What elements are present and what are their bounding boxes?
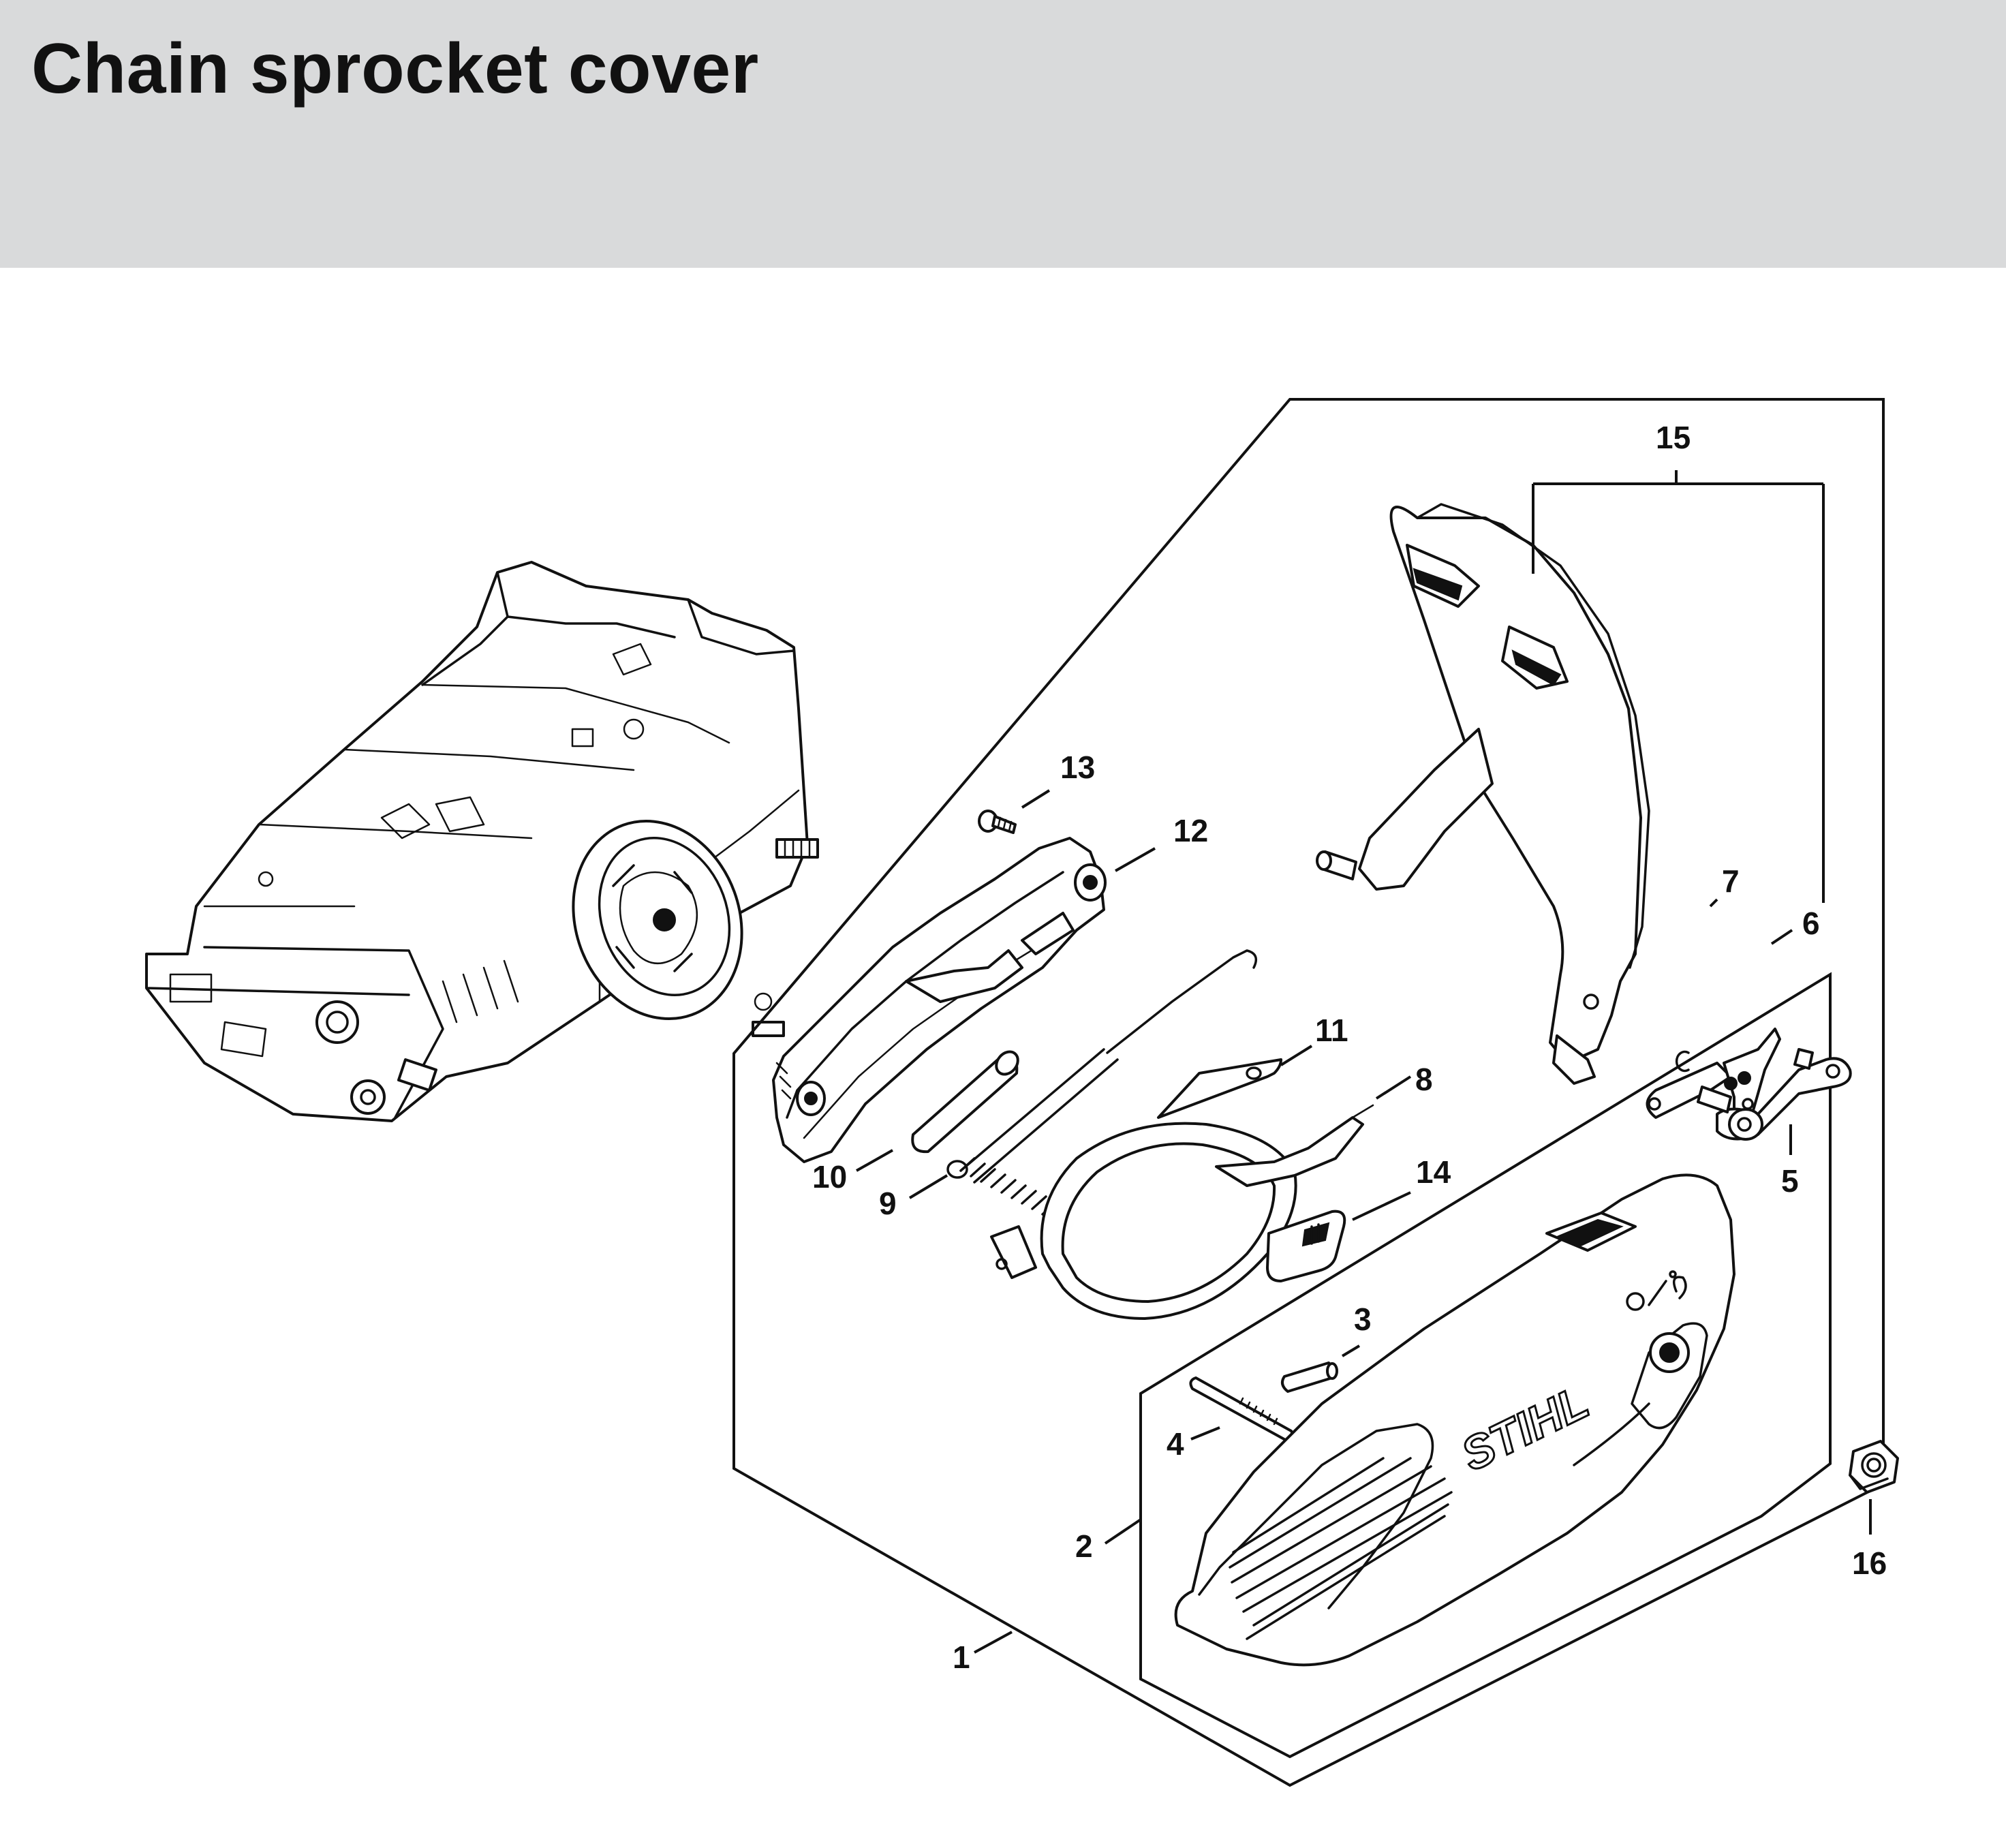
callout-9: 9: [879, 1186, 897, 1221]
callout-14: 14: [1416, 1154, 1451, 1190]
part-11-brake-band: [990, 1058, 1297, 1320]
header-bar: Chain sprocket cover: [0, 0, 2006, 268]
callout-labels: 1 2 3 4 5 6 7 8 9 10 11 12 13 14 15 16: [812, 420, 1887, 1675]
assembly-2-outline: [1139, 972, 1832, 1759]
part-8-leaf-spring: [1215, 1104, 1374, 1187]
callout-1: 1: [953, 1639, 970, 1675]
part-7-circlip: [1675, 1050, 1690, 1073]
part-10-sleeve: [911, 1050, 1019, 1154]
callout-3: 3: [1354, 1302, 1372, 1337]
callout-16: 16: [1852, 1545, 1887, 1581]
callout-12: 12: [1173, 813, 1208, 848]
powerhead-illustration: [145, 561, 819, 1122]
part-13-screw: [978, 810, 1017, 834]
part-5-lever: [1697, 1048, 1852, 1141]
callout-4: 4: [1167, 1426, 1184, 1462]
leader-lines: [856, 470, 1872, 1654]
part-2-sprocket-cover: STIHL: [1174, 1173, 1735, 1667]
part-12-brake-lever: [772, 837, 1107, 1163]
page-title: Chain sprocket cover: [31, 29, 759, 108]
part-9-spring: [946, 949, 1258, 1232]
callout-7: 7: [1722, 863, 1740, 899]
callout-13: 13: [1060, 750, 1095, 785]
callout-8: 8: [1415, 1062, 1433, 1097]
part-14-slide: [1266, 1210, 1346, 1282]
callout-6: 6: [1802, 906, 1820, 941]
part-3-pin: [1280, 1361, 1338, 1393]
part-15-handguard: [1316, 503, 1650, 1085]
part-16-hex-nut: [1849, 1440, 1899, 1494]
assembly-1-outline: [732, 398, 1885, 1787]
callout-10: 10: [812, 1159, 847, 1195]
callout-2: 2: [1075, 1528, 1093, 1564]
callout-15: 15: [1656, 420, 1691, 455]
callout-11: 11: [1315, 1013, 1348, 1048]
callout-5: 5: [1781, 1163, 1799, 1199]
